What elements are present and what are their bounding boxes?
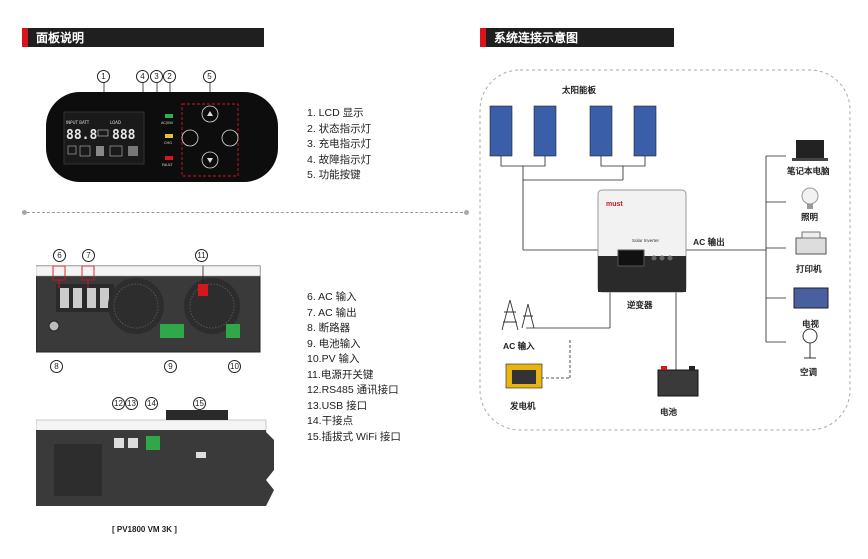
header-accent-bar <box>22 28 28 47</box>
tv-icon <box>793 287 829 309</box>
callout-9: 9 <box>164 360 177 373</box>
model-caption: [ PV1800 VM 3K ] <box>112 525 177 534</box>
solar-panel-label: 太阳能板 <box>562 85 597 95</box>
panel-description-title: 面板说明 <box>36 31 85 45</box>
legend-item: 12.RS485 通讯接口 <box>307 384 399 396</box>
system-diagram: must Solar Inverter <box>479 69 851 431</box>
callout-15: 15 <box>193 397 206 410</box>
legend-item: 10.PV 输入 <box>307 353 360 365</box>
generator-label: 发电机 <box>510 401 536 411</box>
header-accent-bar <box>480 28 486 47</box>
legend-item: 7. AC 输出 <box>307 306 357 319</box>
fan-icon <box>802 328 818 344</box>
callout-7: 7 <box>82 249 95 262</box>
charge-led-label: CHG <box>164 141 172 145</box>
legend-item: 5. 功能按键 <box>307 169 361 181</box>
legend-item: 14.干接点 <box>307 415 354 427</box>
callout-4: 4 <box>136 70 149 83</box>
battery-icon <box>657 369 699 397</box>
legend-item: 8. 断路器 <box>307 322 351 334</box>
svg-text:INPUT BATT: INPUT BATT <box>66 120 90 125</box>
callout-3: 3 <box>150 70 163 83</box>
inverter-label: 逆变器 <box>627 300 653 310</box>
legend-item: 11.电源开关键 <box>307 368 374 381</box>
load-printer-label: 打印机 <box>796 264 822 274</box>
load-tv-label: 电视 <box>802 319 820 329</box>
panel-description-header: 面板说明 <box>22 28 264 47</box>
callout-11: 11 <box>195 249 208 262</box>
legend-item: 13.USB 接口 <box>307 399 368 412</box>
inverter-model: Solar Inverter <box>632 238 660 243</box>
ac-input-label: AC 输入 <box>503 341 535 351</box>
load-light-label: 照明 <box>801 212 819 222</box>
button-down <box>201 151 219 169</box>
side-panel-illustration <box>36 410 274 506</box>
svg-text:LOAD: LOAD <box>110 120 121 125</box>
callout-10: 10 <box>228 360 241 373</box>
front-panel-illustration: INPUT BATT LOAD 88.8 888 AC/INV CHG FAUL… <box>46 82 278 182</box>
legend-item: 6. AC 输入 <box>307 291 357 303</box>
section-divider <box>22 212 468 213</box>
callout-8: 8 <box>50 360 63 373</box>
legend-item: 4. 故障指示灯 <box>307 153 372 166</box>
inverter-brand: must <box>606 201 623 208</box>
callout-1: 1 <box>97 70 110 83</box>
legend-item: 1. LCD 显示 <box>307 107 364 119</box>
system-diagram-header: 系统连接示意图 <box>480 28 674 47</box>
bottom-panel-illustration <box>36 265 261 353</box>
callout-2: 2 <box>163 70 176 83</box>
legend-item: 2. 状态指示灯 <box>307 122 372 135</box>
status-led-label: AC/INV <box>161 121 174 125</box>
printer-icon <box>795 237 827 255</box>
legend-item: 3. 充电指示灯 <box>307 138 372 150</box>
button-setup <box>181 129 199 147</box>
fault-led-label: FAULT <box>162 163 173 167</box>
callout-6: 6 <box>53 249 66 262</box>
front-panel-legend: 1. LCD 显示 2. 状态指示灯 3. 充电指示灯 4. 故障指示灯 5. … <box>307 106 371 184</box>
bulb-icon <box>801 187 819 205</box>
callout-12: 12 <box>112 397 125 410</box>
system-diagram-title: 系统连接示意图 <box>494 31 579 45</box>
button-enter <box>221 129 239 147</box>
battery-label: 电池 <box>660 407 678 417</box>
legend-item: 15.插拔式 WiFi 接口 <box>307 430 401 443</box>
callout-14: 14 <box>145 397 158 410</box>
legend-item: 9. 电池输入 <box>307 337 361 350</box>
laptop-icon <box>796 140 824 158</box>
load-ac-label: 空调 <box>800 367 818 377</box>
charge-led <box>165 134 173 138</box>
ac-output-label: AC 输出 <box>693 237 725 247</box>
bottom-panel-legend: 6. AC 输入 7. AC 输出 8. 断路器 9. 电池输入 10.PV 输… <box>307 290 401 445</box>
svg-text:88.8: 88.8 <box>66 128 97 143</box>
load-laptop-label: 笔记本电脑 <box>787 166 830 176</box>
svg-text:888: 888 <box>112 128 136 143</box>
status-led <box>165 114 173 118</box>
fault-led <box>165 156 173 160</box>
button-up <box>201 105 219 123</box>
divider-dot <box>464 210 469 215</box>
callout-5: 5 <box>203 70 216 83</box>
callout-13: 13 <box>125 397 138 410</box>
